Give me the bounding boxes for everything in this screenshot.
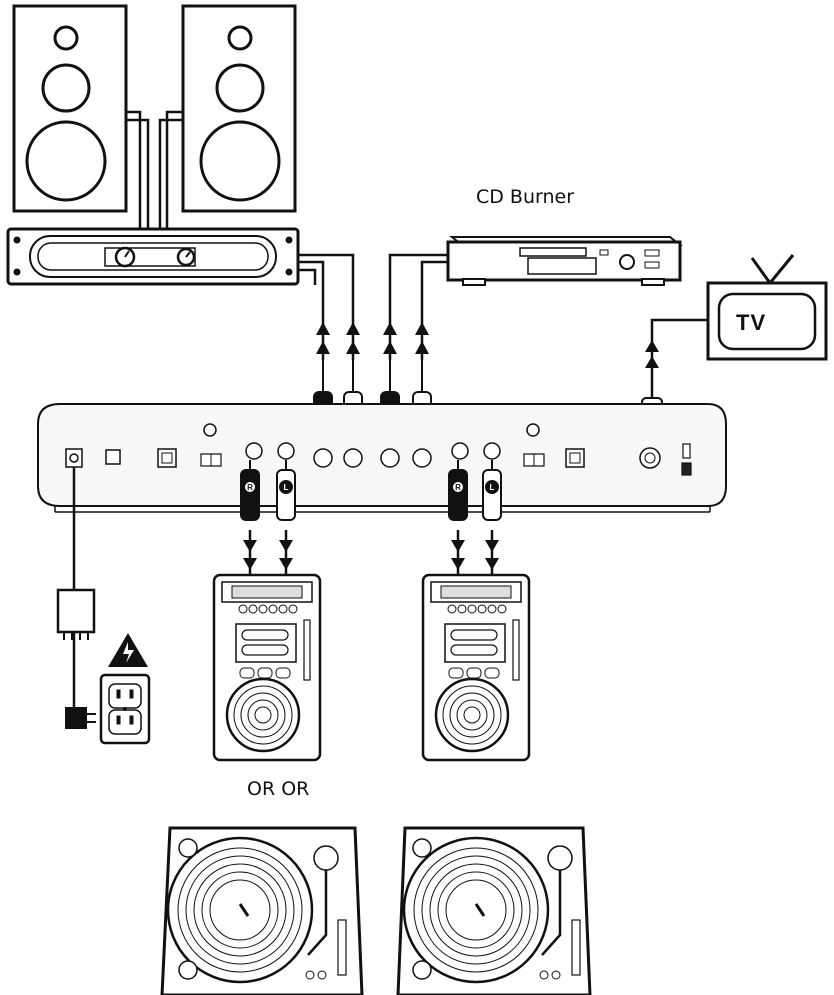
or-label: OR OR bbox=[247, 778, 310, 800]
turntable-right-icon bbox=[396, 826, 592, 995]
power-adapter-icon bbox=[56, 588, 96, 729]
rca-plugs-bottom: R L R L bbox=[240, 460, 502, 521]
cd-burner-icon bbox=[446, 236, 683, 286]
signal-arrows-down bbox=[243, 540, 499, 570]
wall-outlet-icon bbox=[99, 673, 151, 745]
svg-text:L: L bbox=[284, 483, 289, 492]
signal-arrows-up bbox=[316, 322, 659, 368]
amplifier-icon bbox=[6, 227, 300, 286]
turntable-left-icon bbox=[160, 826, 364, 995]
svg-text:L: L bbox=[490, 483, 495, 492]
speaker-right-icon bbox=[181, 4, 297, 213]
input-cables bbox=[248, 530, 494, 580]
speaker-cables bbox=[126, 110, 183, 235]
warning-icon bbox=[108, 633, 148, 667]
tv-icon bbox=[706, 254, 828, 361]
cd-player-left-icon bbox=[212, 573, 322, 762]
svg-text:R: R bbox=[455, 483, 461, 492]
tv-label: TV bbox=[736, 310, 767, 335]
speaker-left-icon bbox=[12, 4, 128, 213]
cd-player-right-icon bbox=[421, 573, 531, 762]
mixer-icon bbox=[37, 403, 727, 513]
cd-burner-label: CD Burner bbox=[476, 186, 575, 208]
svg-text:R: R bbox=[247, 483, 253, 492]
